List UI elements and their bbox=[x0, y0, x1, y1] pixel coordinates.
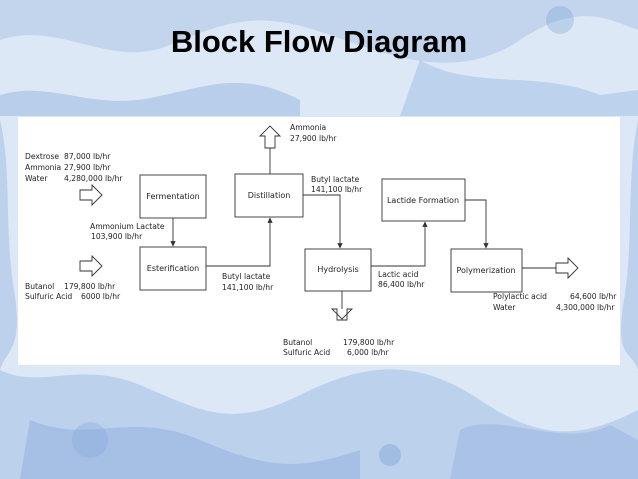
stream-product-1-rate: 4,300,000 lb/hr bbox=[556, 303, 615, 312]
feed-fermentation-1-rate: 27,900 lb/hr bbox=[64, 163, 111, 172]
line-distillation-to-hydrolysis bbox=[303, 194, 343, 249]
feed-esterification-1-rate: 6000 lb/hr bbox=[81, 292, 121, 301]
stream-ammonia-out-name: Ammonia bbox=[290, 123, 326, 132]
block-esterification-label: Esterification bbox=[147, 264, 199, 273]
block-lactide-formation: Lactide Formation bbox=[381, 178, 466, 222]
stream-product-0-rate: 64,600 lb/hr bbox=[570, 292, 617, 301]
stream-butyl-lactate-1-name: Butyl lactate bbox=[222, 272, 271, 281]
stream-product-0-name: Polylactic acid bbox=[493, 292, 547, 301]
stream-product-1-name: Water bbox=[493, 303, 516, 312]
line-esterification-to-distillation bbox=[206, 217, 273, 267]
stream-lactic-acid-rate: 86,400 lb/hr bbox=[378, 280, 425, 289]
feed-fermentation-2-name: Water bbox=[25, 174, 48, 183]
line-hydrolysis-to-lactide bbox=[371, 221, 428, 267]
feed-esterification-0-name: Butanol bbox=[25, 282, 54, 291]
block-hydrolysis: Hydrolysis bbox=[304, 248, 372, 292]
feed-fermentation-2-rate: 4,280,000 lb/hr bbox=[64, 174, 123, 183]
block-polymerization: Polymerization bbox=[450, 248, 523, 293]
stream-ammonium-lactate-name: Ammonium Lactate bbox=[90, 222, 165, 231]
feed-fermentation-0-name: Dextrose bbox=[25, 152, 59, 161]
block-fermentation: Fermentation bbox=[139, 174, 207, 219]
feed-esterification-0-rate: 179,800 lb/hr bbox=[64, 282, 116, 291]
block-distillation: Distillation bbox=[234, 173, 304, 218]
product-arrow bbox=[555, 256, 579, 280]
block-distillation-label: Distillation bbox=[248, 191, 291, 200]
diagram-panel bbox=[18, 117, 620, 365]
stream-hydrolysis-out-0-rate: 179,800 lb/hr bbox=[343, 338, 395, 347]
stream-lactic-acid-name: Lactic acid bbox=[378, 270, 419, 279]
stream-butyl-lactate-2-rate: 141,100 lb/hr bbox=[311, 185, 363, 194]
block-fermentation-label: Fermentation bbox=[146, 192, 199, 201]
stream-hydrolysis-out-1-name: Sulfuric Acid bbox=[283, 348, 330, 357]
block-hydrolysis-label: Hydrolysis bbox=[317, 265, 358, 274]
line-lactide-to-polymerization bbox=[465, 199, 489, 249]
slide-title: Block Flow Diagram bbox=[170, 24, 468, 59]
feed-fermentation-1-name: Ammonia bbox=[25, 163, 61, 172]
stream-butyl-lactate-1-rate: 141,100 lb/hr bbox=[222, 283, 274, 292]
block-polymerization-label: Polymerization bbox=[456, 266, 515, 275]
block-esterification: Esterification bbox=[139, 246, 207, 291]
recycle-out-arrow bbox=[330, 308, 354, 321]
stream-butyl-lactate-2-name: Butyl lactate bbox=[311, 175, 360, 184]
feed-arrow-esterification bbox=[79, 254, 103, 278]
block-lactide-formation-label: Lactide Formation bbox=[387, 196, 459, 205]
stream-hydrolysis-out-0-name: Butanol bbox=[283, 338, 312, 347]
stream-ammonia-out-rate: 27,900 lb/hr bbox=[290, 134, 337, 143]
feed-esterification-1-name: Sulfuric Acid bbox=[25, 292, 72, 301]
feed-fermentation-0-rate: 87,000 lb/hr bbox=[64, 152, 111, 161]
feed-arrow-fermentation bbox=[79, 183, 103, 207]
ammonia-out-arrow bbox=[258, 125, 282, 149]
stream-ammonium-lactate-rate: 103,900 lb/hr bbox=[91, 232, 143, 241]
stream-hydrolysis-out-1-rate: 6,000 lb/hr bbox=[347, 348, 389, 357]
